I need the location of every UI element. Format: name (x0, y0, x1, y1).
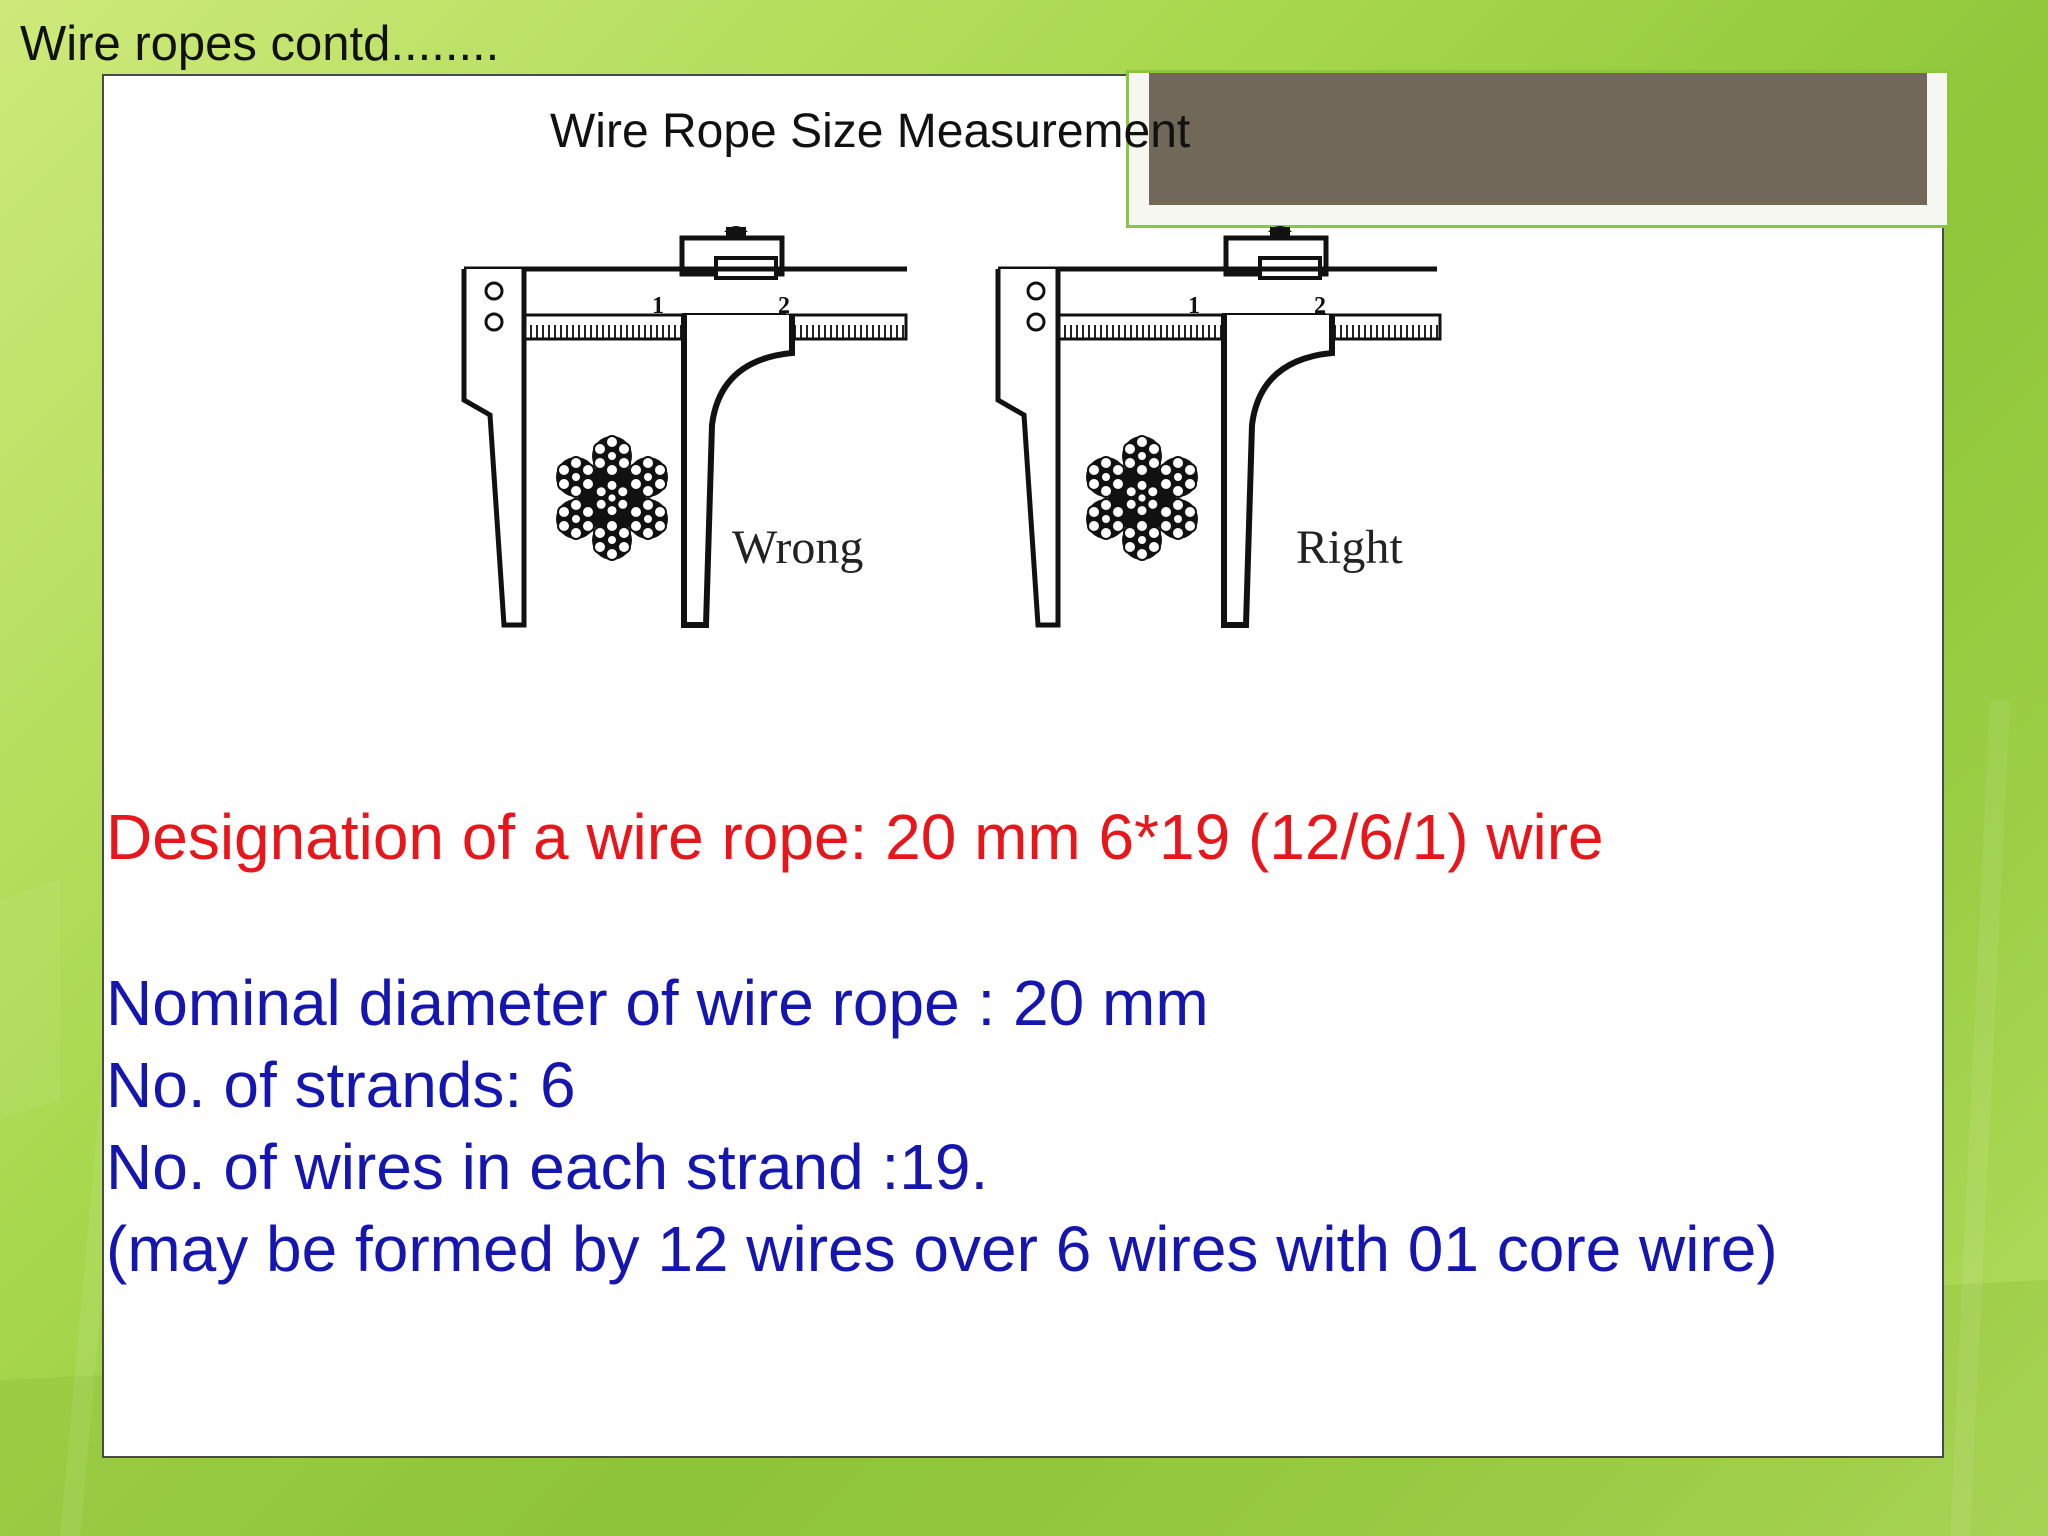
spec-strands: No. of strands: 6 (106, 1049, 576, 1121)
label-wrong: Wrong (732, 521, 863, 574)
scale-mark-1: 1 (1188, 293, 1200, 319)
designation-text: Designation of a wire rope: 20 mm 6*19 (… (106, 801, 1604, 873)
spec-list: Nominal diameter of wire rope : 20 mm No… (106, 962, 1778, 1290)
figure-caption: Wire Rope Size Measurement (550, 105, 1191, 158)
caliper-diagram: 1 2 Wrong 1 2 Right (461, 226, 1442, 628)
spec-nominal-diameter: Nominal diameter of wire rope : 20 mm (106, 967, 1209, 1039)
spec-wires-per-strand: No. of wires in each strand :19. (106, 1131, 989, 1203)
scale-mark-2: 2 (1314, 293, 1326, 319)
caliper-right: 1 2 Right (995, 226, 1442, 628)
spec-formation-note: (may be formed by 12 wires over 6 wires … (106, 1213, 1778, 1285)
scale-mark-1: 1 (652, 293, 664, 319)
caliper-wrong: 1 2 Wrong (461, 226, 908, 628)
accent-box-fill (1149, 73, 1927, 205)
label-right: Right (1296, 521, 1403, 574)
scale-mark-2: 2 (778, 293, 790, 319)
accent-box (1126, 70, 1950, 228)
slide-title: Wire ropes contd........ (20, 17, 500, 71)
